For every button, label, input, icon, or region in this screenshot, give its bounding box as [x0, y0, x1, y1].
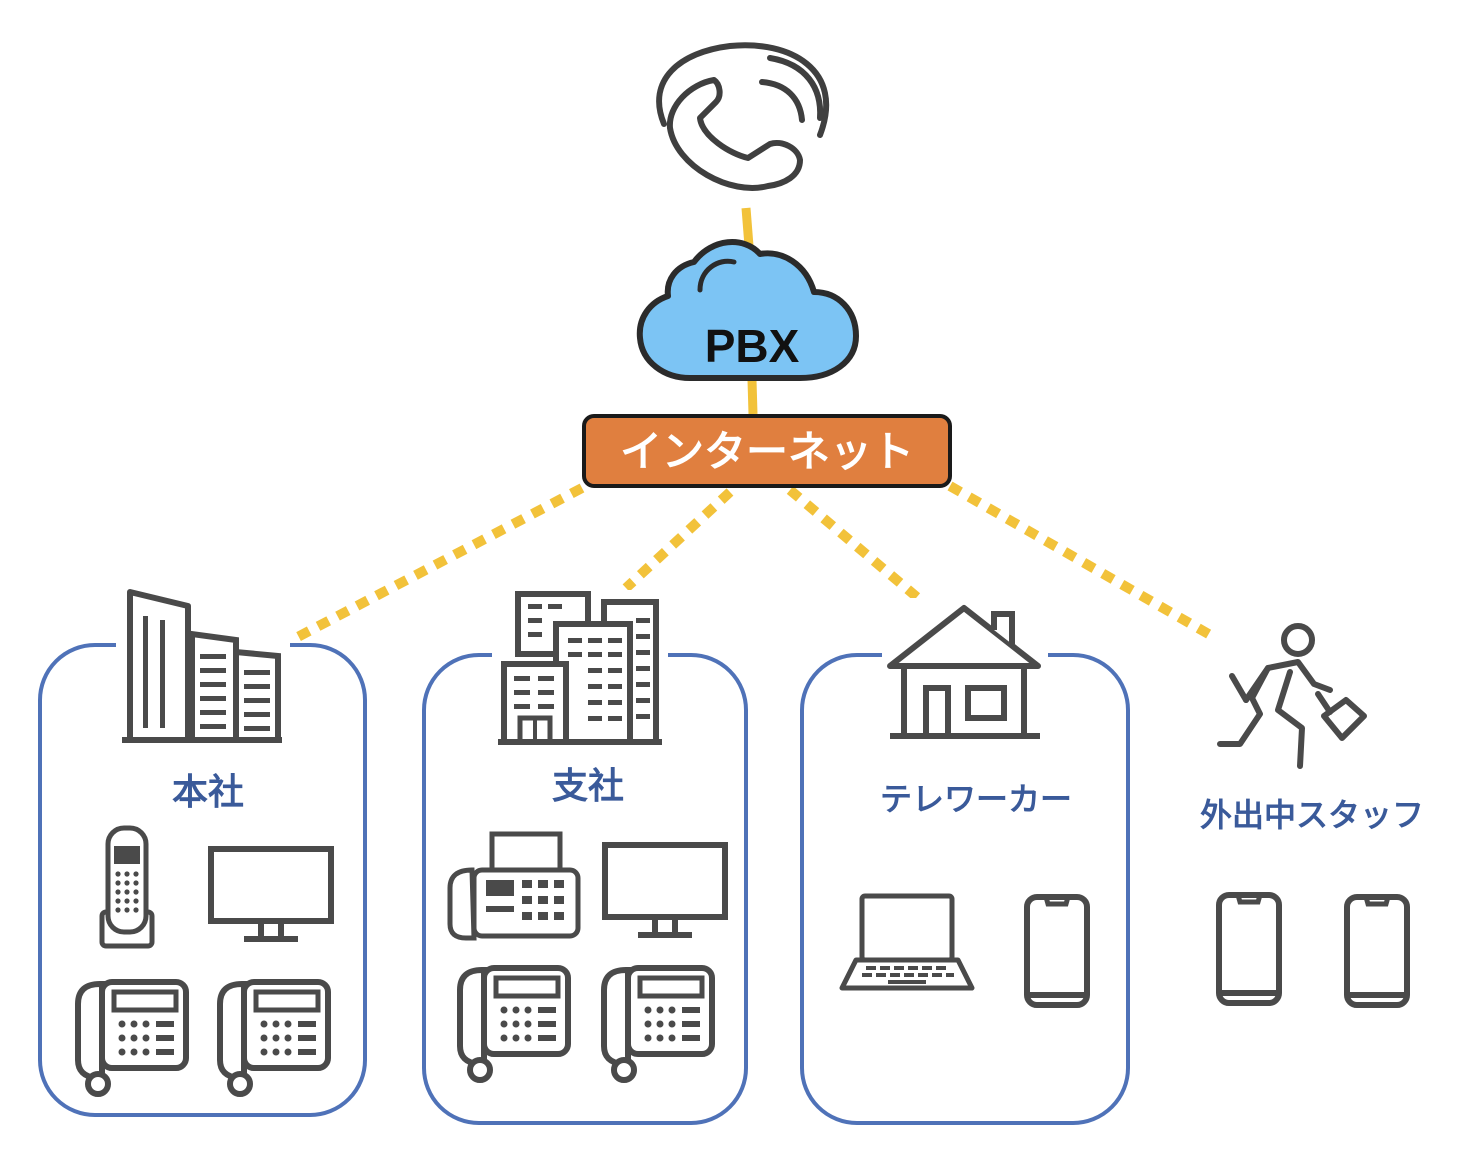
- headquarters-label: 本社: [172, 772, 244, 813]
- desk-phone-icon: [220, 982, 328, 1094]
- laptop-icon: [839, 893, 975, 991]
- running-person-icon: [1217, 623, 1367, 769]
- fax-machine-icon: [447, 831, 581, 941]
- house-icon: [882, 598, 1048, 740]
- pbx-internet-line: [747, 379, 758, 415]
- pbx-uplink-line: [741, 207, 754, 247]
- line-to-branch: [622, 488, 734, 592]
- desk-phone-icon: [460, 968, 568, 1080]
- line-to-mobile-staff: [947, 481, 1215, 641]
- monitor-icon: [605, 845, 725, 938]
- smartphone-icon: [1027, 897, 1087, 1005]
- teleworker-label: テレワーカー: [880, 780, 1072, 818]
- internet-label: インターネット: [620, 427, 914, 476]
- cloud-icon: PBX: [636, 239, 859, 381]
- phone-handset-icon: [656, 42, 830, 191]
- office-building-icon: [116, 589, 290, 744]
- branch-label: 支社: [552, 766, 624, 807]
- mobile-staff-label: 外出中スタッフ: [1200, 796, 1424, 834]
- branch-building-icon: [492, 590, 668, 746]
- smartphone-icon: [1219, 895, 1279, 1003]
- cordless-phone-icon: [99, 825, 155, 949]
- line-to-headquarters: [289, 483, 585, 645]
- desk-phone-icon: [604, 968, 712, 1080]
- monitor-icon: [211, 849, 331, 942]
- desk-phone-icon: [78, 982, 186, 1094]
- pbx-label: PBX: [705, 320, 800, 372]
- line-to-teleworker: [786, 486, 922, 602]
- smartphone-icon: [1347, 897, 1407, 1005]
- connection-lines: [289, 207, 1215, 645]
- internet-box: インターネット: [582, 414, 952, 488]
